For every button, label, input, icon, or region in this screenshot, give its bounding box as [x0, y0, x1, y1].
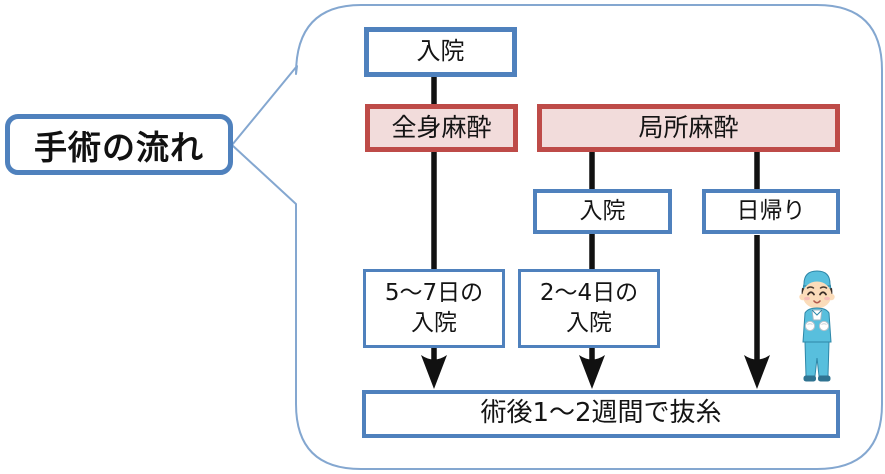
- node-admission-mid: 入院: [533, 189, 672, 234]
- node-stay-2-4-line2: 入院: [566, 309, 612, 336]
- node-admission-mid-label: 入院: [579, 197, 626, 224]
- node-stay-5-7-days: 5〜7日の 入院: [363, 269, 505, 348]
- node-stay-5-7-line2: 入院: [411, 309, 457, 336]
- node-admission-top-label: 入院: [416, 37, 465, 66]
- node-stay-2-4-line1: 2〜4日の: [539, 279, 639, 306]
- node-general-anesthesia-label: 全身麻酔: [391, 112, 492, 142]
- node-local-anesthesia: 局所麻酔: [537, 104, 840, 152]
- diagram-title: 手術の流れ: [5, 114, 233, 175]
- arrow-stay24-to-final: [579, 347, 605, 389]
- node-local-anesthesia-label: 局所麻酔: [638, 112, 739, 142]
- node-stay-5-7-line1: 5〜7日の: [384, 279, 484, 306]
- arrow-daysurgery-to-final: [744, 235, 770, 389]
- surgeon-icon: [799, 270, 835, 382]
- diagram-title-text: 手術の流れ: [34, 127, 204, 167]
- node-general-anesthesia: 全身麻酔: [365, 104, 518, 152]
- node-day-surgery-label: 日帰り: [736, 197, 806, 224]
- node-final-label: 術後1〜2週間で抜糸: [480, 398, 722, 429]
- node-admission-top: 入院: [364, 27, 517, 77]
- node-day-surgery: 日帰り: [702, 189, 840, 234]
- node-final-suture-removal: 術後1〜2週間で抜糸: [362, 390, 840, 438]
- arrow-stay57-to-final: [421, 347, 447, 389]
- node-stay-2-4-days: 2〜4日の 入院: [518, 269, 660, 348]
